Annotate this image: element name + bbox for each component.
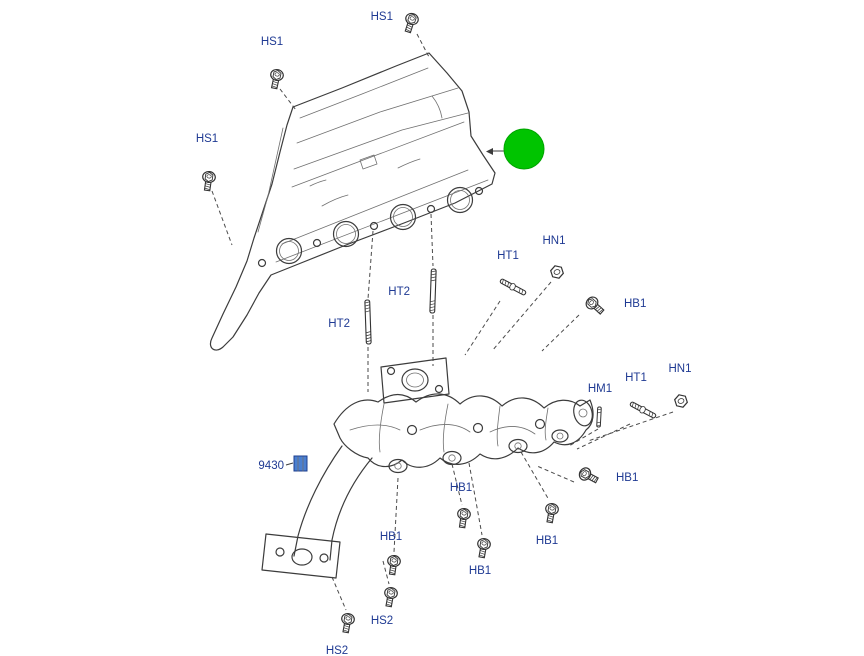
mount-pad-hole [448,454,456,462]
bolt-icon [401,11,421,35]
callout-hb1-lower-left[interactable]: HB1 [380,531,402,543]
callout-hm1[interactable]: HM1 [588,383,612,395]
callout-hb1-bottom-center[interactable]: HB1 [469,565,491,577]
part-9430-callout [285,455,308,472]
stud-icon [628,399,658,421]
mount-pad [551,429,569,443]
part-9430-leader [285,462,294,466]
manifold-body-outline [333,393,594,468]
callout-hn1-lower[interactable]: HN1 [668,363,691,375]
manifold-outlet-flange [380,357,450,404]
bolt-icon [542,501,560,524]
mount-pad [508,438,528,454]
callout-hs2-upper[interactable]: HS2 [371,615,393,627]
shield-port-hole-inner [279,241,299,261]
marker-arrowhead [486,148,493,155]
bolt-icon [381,585,399,608]
shield-port-hole-inner [450,190,470,210]
callout-ht1-upper[interactable]: HT1 [497,250,519,262]
callout-hs1-upper-left[interactable]: HS1 [261,36,283,48]
heat-shield-sketch-lines [257,67,489,263]
stud-icon [498,276,528,298]
bolt-icon [200,170,217,192]
shield-port-hole-inner [336,224,356,244]
heat-shield-outline [209,52,496,351]
stud-icon [364,299,372,345]
downpipe-bore [291,548,313,566]
callout-9430[interactable]: 9430 [258,460,284,472]
shield-port-hole [275,237,303,265]
callout-labels: HS1 HS1 HS1 HT1 HN1 HT2 HT2 HB1 HM1 HT1 … [196,11,692,656]
callout-hb1-mid-right[interactable]: HB1 [616,472,638,484]
exhaust-manifold-art [261,357,594,579]
callout-hs1-top[interactable]: HS1 [371,11,393,23]
downpipe-outline [293,445,373,561]
shield-port-hole [389,203,417,231]
bolt-icon [455,507,472,529]
mount-pad-hole [556,432,564,440]
nut-icon [549,263,565,281]
stud-icon [429,268,437,314]
mount-pad [388,458,408,474]
outlet-bore-inner [406,372,424,388]
part-9430-highlight[interactable] [293,455,308,472]
manifold-end-flange [573,399,593,427]
manifold-runner-lines [349,403,549,453]
nut-icon [673,392,689,410]
downpipe-flange-holes [275,547,329,563]
heat-shield-art [209,52,496,351]
callout-ht1-lower[interactable]: HT1 [625,372,647,384]
callout-hn1-upper[interactable]: HN1 [542,235,565,247]
callout-hs2-lower[interactable]: HS2 [326,645,348,656]
callout-ht2-left[interactable]: HT2 [328,318,350,330]
callout-hb1-lower-right[interactable]: HB1 [536,535,558,547]
callout-hb1-upper-right[interactable]: HB1 [624,298,646,310]
outlet-bore [401,368,429,392]
callout-ht2-right[interactable]: HT2 [388,286,410,298]
pin-icon [596,406,602,428]
fastener-icons [200,11,689,634]
bolt-icon [583,294,607,318]
bolt-icon [385,554,402,576]
manifold-bosses [406,418,546,436]
bolt-icon [576,465,601,487]
shield-bolt-holes [257,186,484,268]
selected-part-marker[interactable] [503,128,545,170]
leader-lines [211,33,674,611]
mount-pad-hole [394,462,402,470]
mount-pad-hole [514,442,522,450]
bolt-icon [338,611,356,634]
bolt-icon [267,67,285,91]
manifold-end-hole [578,408,588,418]
mount-pad [442,450,462,466]
part-9430-detail [297,456,304,472]
callout-hs1-left[interactable]: HS1 [196,133,218,145]
shield-port-hole [332,220,360,248]
selected-part-callout [486,128,545,170]
outlet-flange-bolt-holes [386,366,444,394]
shield-port-hole [446,186,474,214]
downpipe-flange [261,533,341,579]
callout-hb1-center[interactable]: HB1 [450,482,472,494]
bolt-icon [474,536,492,559]
shield-port-hole-inner [393,207,413,227]
